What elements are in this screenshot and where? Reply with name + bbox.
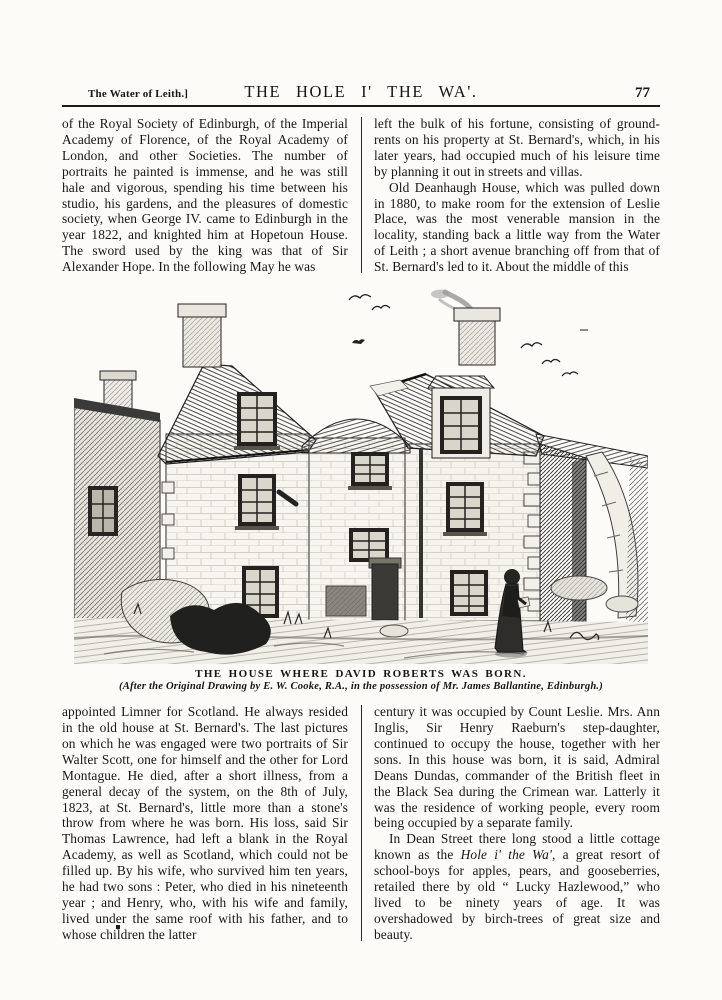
window (443, 482, 487, 537)
top-text-columns: of the Royal Society of Edinburgh, of th… (62, 116, 660, 275)
birds-icon (348, 294, 588, 377)
top-right-column: left the bulk of his fortune, consisting… (374, 116, 660, 275)
page-header: The Water of Leith.] THE HOLE I' THE WA'… (62, 82, 660, 102)
page-number: 77 (635, 85, 650, 101)
window (234, 392, 280, 451)
chimney (177, 303, 501, 368)
figure-person (494, 569, 531, 658)
window (235, 474, 279, 531)
background-building (74, 370, 161, 625)
window (349, 528, 389, 563)
page-title: THE HOLE I' THE WA'. (244, 82, 478, 101)
roofs (157, 339, 648, 469)
paragraph: appointed Limner for Scotland. He always… (62, 704, 348, 942)
figure-caption-credit: (After the Original Drawing by E. W. Coo… (119, 681, 603, 693)
top-left-column: of the Royal Society of Edinburgh, of th… (62, 116, 348, 275)
paragraph: Old Deanhaugh House, which was pulled do… (374, 179, 660, 275)
dormer-window (427, 375, 496, 459)
bottom-right-column: century it was occupied by Count Leslie.… (374, 704, 660, 943)
paragraph: In Dean Street there long stood a little… (374, 831, 660, 942)
paragraph-text: , a great resort of school-boys for appl… (374, 847, 660, 942)
windows (234, 392, 488, 619)
window (348, 452, 392, 491)
figure-block: THE HOUSE WHERE DAVID ROBERTS WAS BORN. … (62, 286, 660, 692)
ink-speck (116, 925, 120, 929)
paragraph: left the bulk of his fortune, consisting… (374, 116, 660, 179)
bottom-text-columns: appointed Limner for Scotland. He always… (62, 704, 660, 943)
paragraph-text: In Dean Street there long stood a little… (374, 831, 660, 863)
window (450, 570, 488, 617)
header-rule (62, 105, 660, 107)
column-divider (361, 117, 362, 274)
window (242, 566, 279, 619)
paragraph: century it was occupied by Count Leslie.… (374, 704, 660, 831)
paragraph: of the Royal Society of Edinburgh, of th… (62, 116, 348, 275)
house-engraving (74, 289, 648, 665)
column-divider (361, 705, 362, 941)
bottom-left-column: appointed Limner for Scotland. He always… (62, 704, 348, 943)
running-title: The Water of Leith.] (88, 88, 189, 100)
italic-phrase: Hole i' the Wa' (460, 847, 552, 863)
wall-details (276, 448, 423, 621)
figure-caption-title: THE HOUSE WHERE DAVID ROBERTS WAS BORN. (195, 668, 527, 681)
